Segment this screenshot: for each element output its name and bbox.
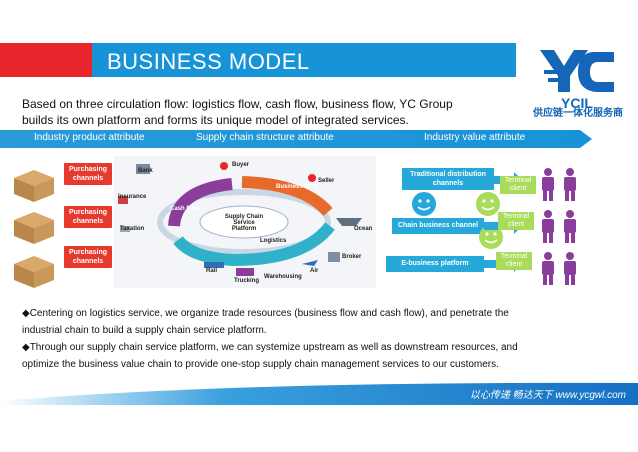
seller-icon [308, 174, 316, 182]
bullet-1-line-2: industrial chain to build a supply chain… [22, 325, 267, 336]
bullet-text: ◆Centering on logistics service, we orga… [22, 305, 592, 373]
purchasing-label-line2: channels [72, 175, 104, 182]
attribute-arrow [0, 130, 592, 148]
cash-flow-label: Cash Flow [170, 206, 201, 212]
package-icon [14, 212, 54, 244]
terminal-client-1: Terminal client [500, 176, 536, 194]
e-business-platform-channel: E-business platform [386, 256, 484, 272]
smiley-icon [479, 225, 503, 249]
purchasing-channel-1: Purchasing channels [64, 163, 112, 185]
bank-label: Bank [138, 168, 153, 174]
warehousing-label: Warehousing [264, 274, 302, 280]
plane-icon [302, 260, 318, 266]
footer-bar [0, 382, 638, 405]
platform-label-line2: Platform [231, 226, 257, 232]
attribute-value-label: Industry value attribute [424, 132, 526, 143]
diagram-graphic [114, 156, 376, 288]
terminal-client-2: Terminal client [498, 212, 534, 230]
person-icon [564, 168, 576, 201]
title-bar [0, 43, 516, 77]
traditional-distribution-channel: Traditional distribution channels [402, 168, 494, 190]
smiley-icon [476, 192, 500, 216]
logo-caption: 供应链一体化服务商 [533, 108, 623, 119]
bullet-2-line-1: ◆Through our supply chain service platfo… [22, 342, 518, 353]
terminal-label-line1: Terminal [500, 253, 528, 260]
terminal-label-line2: client [505, 261, 523, 268]
attribute-structure-label: Supply chain structure attribute [196, 132, 334, 143]
people-column [542, 168, 576, 285]
platform-label-line1: Supply Chain Service [224, 214, 264, 226]
ship-icon [336, 218, 362, 226]
attribute-product-label: Industry product attribute [34, 132, 145, 143]
logistics-arc [173, 222, 335, 267]
package-icon [14, 256, 54, 288]
bullet-1-line-1: ◆Centering on logistics service, we orga… [22, 308, 509, 319]
purchasing-channel-2: Purchasing channels [64, 206, 112, 228]
terminal-label-line1: Terminal [502, 213, 530, 220]
terminal-label-line2: client [509, 185, 527, 192]
traditional-label-line2: channels [432, 180, 464, 187]
title-bar-red-block [0, 43, 92, 77]
broker-icon [328, 252, 340, 262]
cash-flow-arc [168, 178, 233, 227]
package-icon [14, 170, 54, 202]
logistics-label: Logistics [260, 238, 287, 244]
person-icon [542, 168, 554, 201]
business-flow-arc [241, 176, 333, 217]
purchasing-channel-3: Purchasing channels [64, 246, 112, 268]
trucking-label: Trucking [234, 278, 260, 284]
intro-line-2: builds its own platform and forms its un… [22, 113, 409, 127]
buyer-icon [220, 162, 228, 170]
bullet-2-line-2: optimize the business value chain to pro… [22, 359, 499, 370]
person-icon [564, 210, 576, 243]
business-flow-label: Business Flow [276, 184, 319, 190]
title-bar-blue-block [92, 43, 516, 77]
platform-label: Supply Chain Service Platform [214, 214, 274, 232]
purchasing-label-line1: Purchasing [68, 249, 108, 256]
ycil-logo: YCIL [540, 50, 614, 111]
taxation-icon [120, 226, 130, 232]
purchasing-label-line2: channels [72, 218, 104, 225]
purchasing-label-line1: Purchasing [68, 209, 108, 216]
intro-line-1: Based on three circulation flow: logisti… [22, 97, 453, 111]
person-icon [542, 252, 554, 285]
taxation-label: Taxation [120, 226, 145, 232]
terminal-client-3: Terminal client [496, 252, 532, 270]
air-label: Air [310, 268, 319, 274]
smiley-icon [412, 192, 436, 216]
footer-text: 以心传递 畅达天下 www.ycgwl.com [469, 390, 626, 401]
purchasing-label-line2: channels [72, 258, 104, 265]
insurance-icon [118, 196, 128, 204]
packages-column [14, 170, 54, 288]
terminal-label-line2: client [507, 221, 525, 228]
supply-chain-diagram: Bank Buyer Seller Insurance Taxation Cas… [114, 156, 376, 288]
broker-label: Broker [342, 254, 362, 260]
seller-label: Seller [318, 178, 335, 184]
person-icon [542, 210, 554, 243]
truck-icon [236, 268, 254, 276]
purchasing-label-line1: Purchasing [68, 166, 108, 173]
terminal-label-line1: Terminal [504, 177, 532, 184]
rail-icon [204, 262, 224, 268]
ocean-label: Ocean [354, 226, 373, 232]
logo-text: YCIL [561, 95, 593, 111]
intro-text: Based on three circulation flow: logisti… [22, 96, 522, 128]
page-title: BUSINESS MODEL [107, 49, 310, 74]
traditional-label-line1: Traditional distribution [410, 171, 486, 178]
insurance-label: Insurance [118, 194, 147, 200]
person-icon [564, 252, 576, 285]
buyer-label: Buyer [232, 162, 250, 168]
bank-icon [136, 164, 150, 174]
chain-business-channel: Chain business channel [392, 218, 484, 234]
rail-label: Rail [206, 268, 218, 274]
smiley-row [412, 192, 500, 216]
